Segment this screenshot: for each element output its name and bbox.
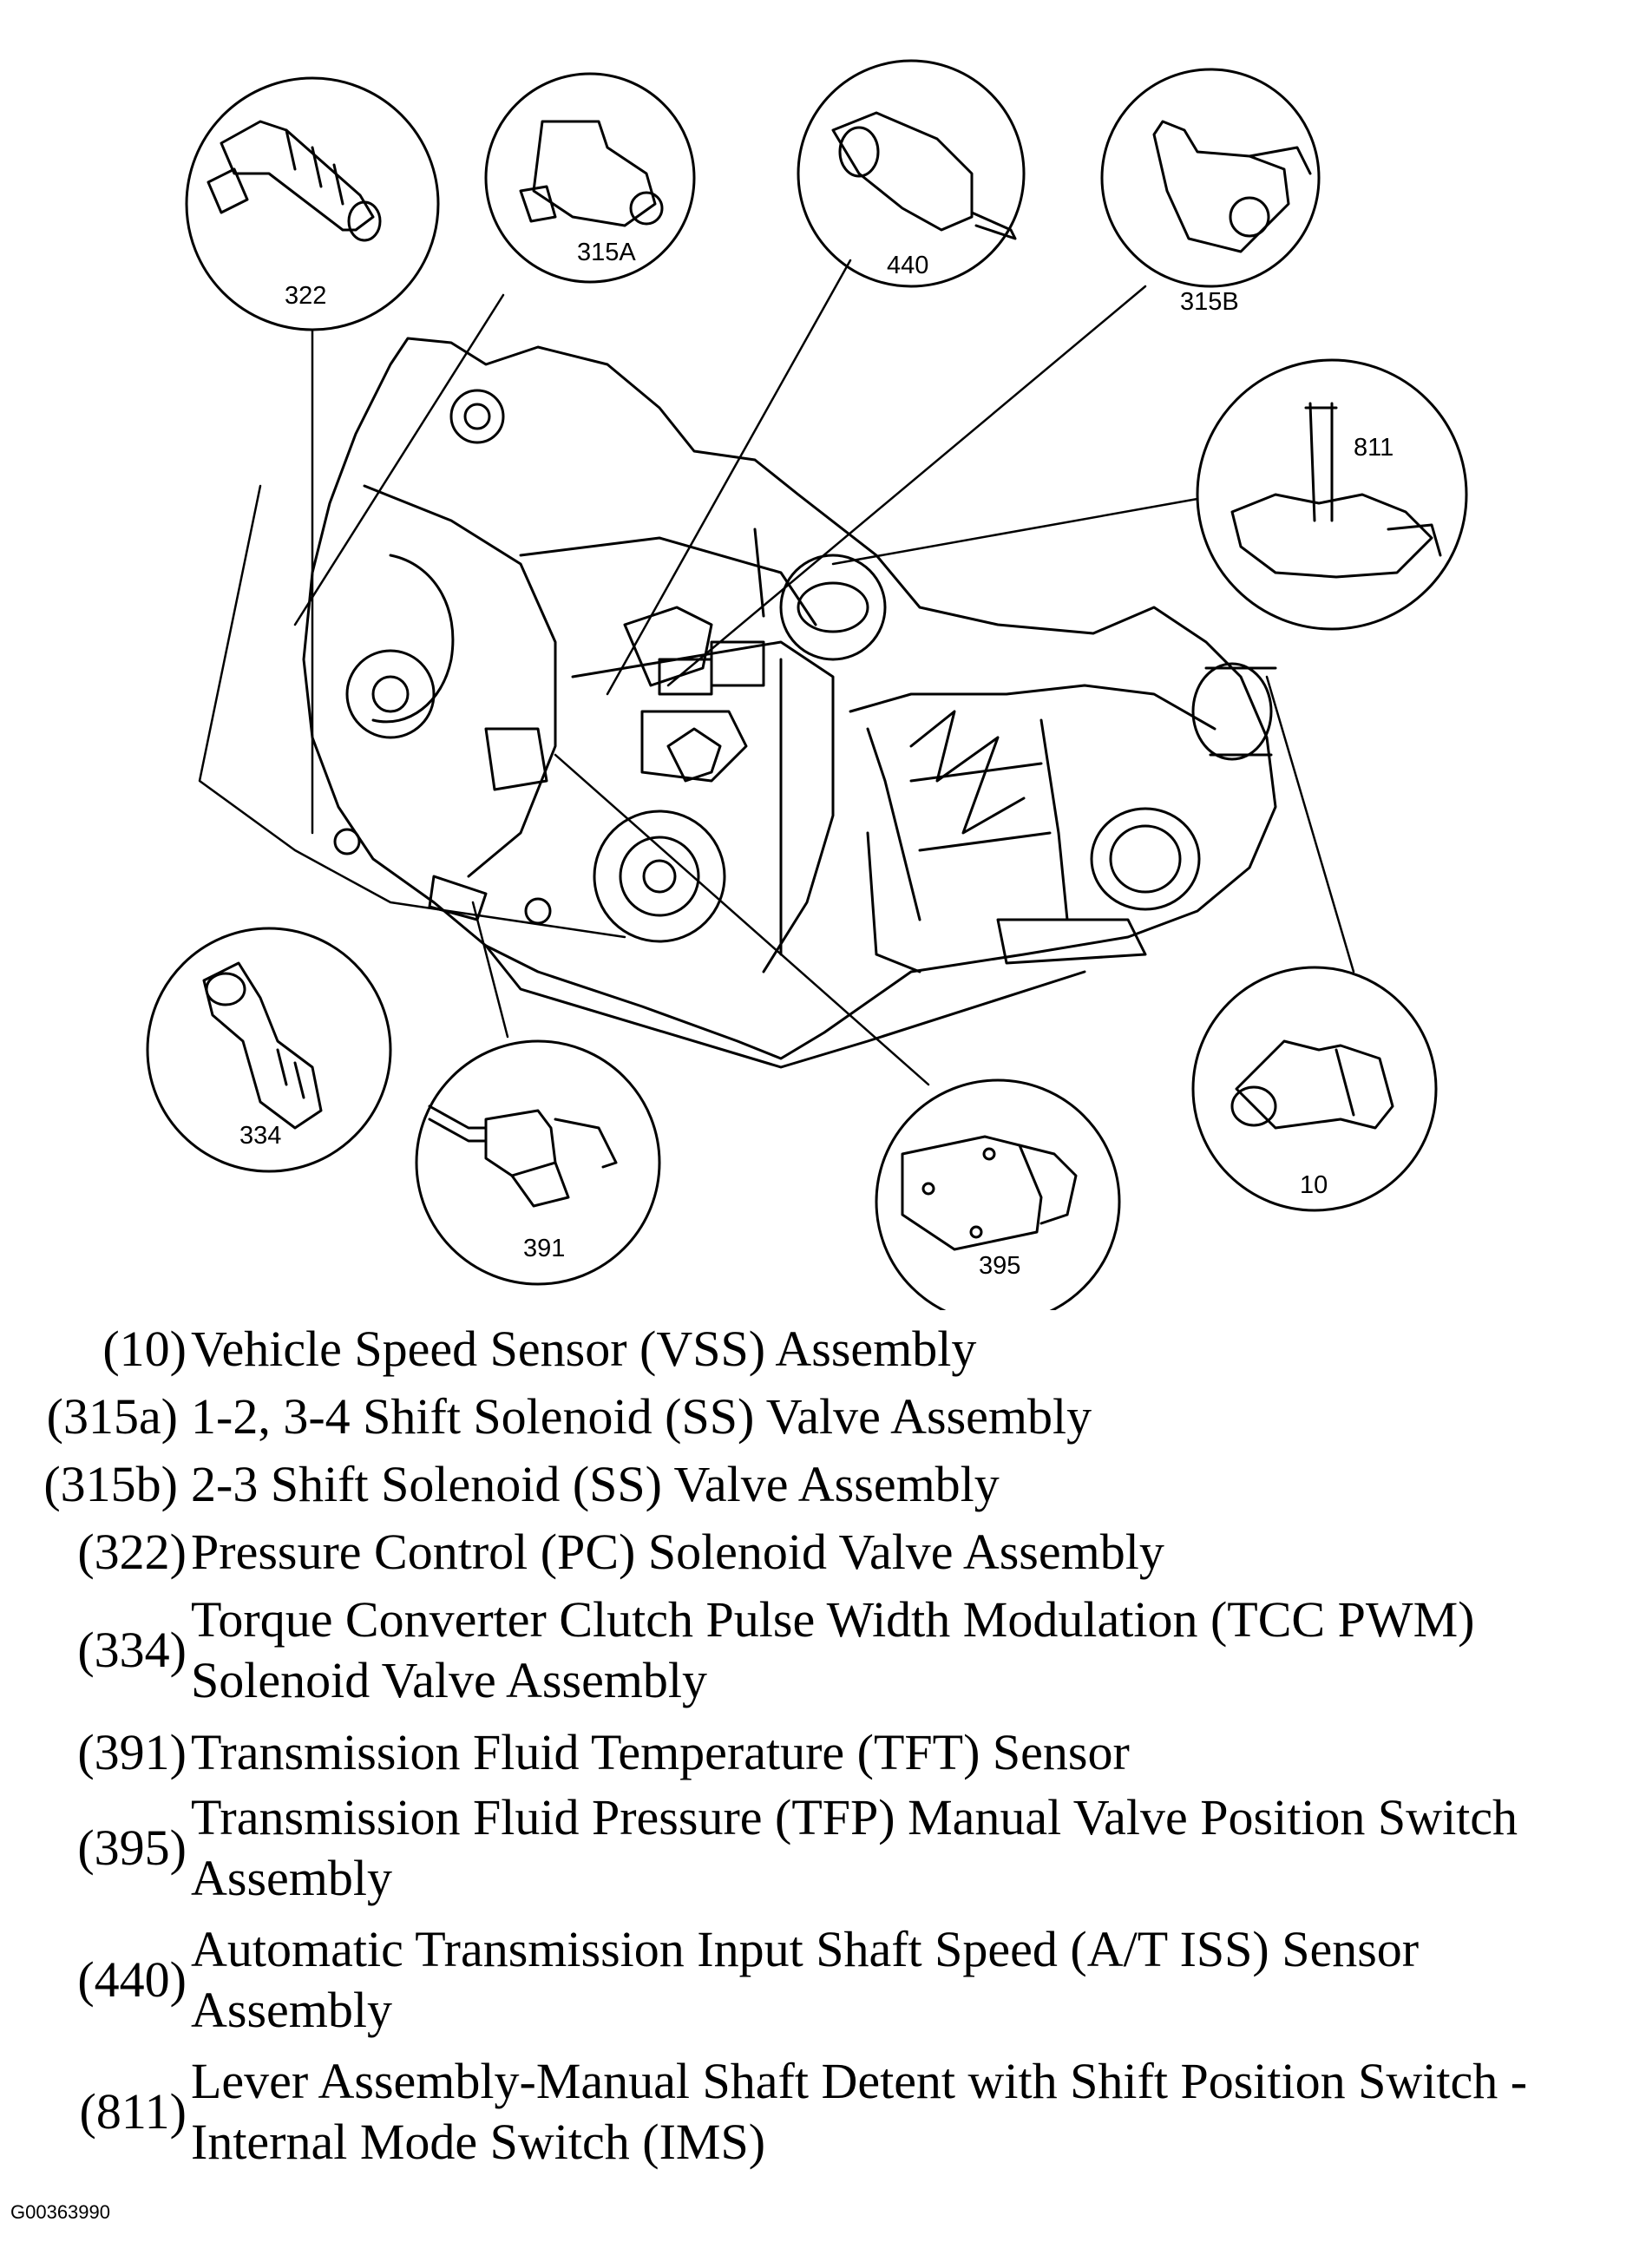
legend-line: Automatic Transmission Input Shaft Speed… — [191, 1921, 1420, 1977]
legend-description: 1-2, 3-4 Shift Solenoid (SS) Valve Assem… — [191, 1386, 1646, 1447]
legend-description: Torque Converter Clutch Pulse Width Modu… — [191, 1590, 1646, 1711]
callout-440: 440 — [797, 59, 1026, 288]
legend-code: (315b) — [43, 1456, 178, 1512]
legend-description: 2-3 Shift Solenoid (SS) Valve Assembly — [191, 1454, 1646, 1515]
legend-line: Assembly — [191, 1850, 392, 1906]
transmission-body — [302, 337, 1277, 1069]
legend-line: 1-2, 3-4 Shift Solenoid (SS) Valve Assem… — [191, 1388, 1092, 1445]
legend-item: (811) Lever Assembly-Manual Shaft Detent… — [35, 2051, 1631, 2173]
legend-line: Solenoid Valve Assembly — [191, 1652, 708, 1708]
leader-315b — [666, 285, 1147, 687]
legend-description: Lever Assembly-Manual Shaft Detent with … — [191, 2051, 1646, 2173]
legend-code: (334) — [77, 1622, 187, 1678]
legend-line: Lever Assembly-Manual Shaft Detent with … — [191, 2053, 1528, 2109]
callout-315a: 315A — [484, 72, 696, 284]
legend-code: (811) — [79, 2083, 187, 2140]
legend-description: Transmission Fluid Temperature (TFT) Sen… — [191, 1722, 1646, 1783]
leader-315a — [293, 293, 505, 626]
callout-334: 334 — [146, 927, 392, 1173]
legend-description: Transmission Fluid Pressure (TFP) Manual… — [191, 1787, 1646, 1909]
legend-description: Automatic Transmission Input Shaft Speed… — [191, 1919, 1646, 2041]
legend-description: Vehicle Speed Sensor (VSS) Assembly — [191, 1319, 1646, 1380]
leader-395 — [554, 753, 930, 1086]
legend-line: Transmission Fluid Temperature (TFT) Sen… — [191, 1724, 1130, 1780]
label-395: 395 — [979, 1252, 1020, 1280]
legend-item: (322) Pressure Control (PC) Solenoid Val… — [35, 1522, 1631, 1583]
legend-line: 2-3 Shift Solenoid (SS) Valve Assembly — [191, 1456, 1000, 1512]
legend-item: (440) Automatic Transmission Input Shaft… — [35, 1919, 1631, 2041]
legend-item: (391) Transmission Fluid Temperature (TF… — [35, 1722, 1631, 1783]
figure-id: G00363990 — [10, 2201, 110, 2223]
leader-440 — [606, 259, 852, 696]
callout-10: 10 — [1191, 966, 1438, 1212]
legend-item: (10) Vehicle Speed Sensor (VSS) Assembly — [35, 1319, 1631, 1380]
legend-line: Torque Converter Clutch Pulse Width Modu… — [191, 1591, 1475, 1648]
legend-description: Pressure Control (PC) Solenoid Valve Ass… — [191, 1522, 1646, 1583]
legend-item: (395) Transmission Fluid Pressure (TFP) … — [35, 1787, 1631, 1909]
label-315b: 315B — [1180, 288, 1239, 316]
leader-lines — [198, 259, 1355, 1086]
callout-395: 395 — [875, 1078, 1121, 1310]
callout-322: 322 — [185, 76, 440, 331]
callout-391: 391 — [415, 1039, 661, 1286]
legend-code: (10) — [102, 1321, 187, 1377]
legend-line: Vehicle Speed Sensor (VSS) Assembly — [191, 1321, 977, 1377]
callout-811: 811 — [1196, 358, 1468, 631]
label-334: 334 — [239, 1122, 281, 1150]
leader-10 — [1265, 675, 1355, 973]
label-315a: 315A — [577, 239, 636, 266]
leader-811 — [831, 497, 1199, 566]
legend-line: Transmission Fluid Pressure (TFP) Manual… — [191, 1789, 1518, 1845]
legend-item: (334) Torque Converter Clutch Pulse Widt… — [35, 1590, 1631, 1711]
legend-code: (315a) — [46, 1388, 178, 1445]
label-322: 322 — [285, 282, 326, 310]
leader-334 — [198, 484, 626, 939]
legend-line: Pressure Control (PC) Solenoid Valve Ass… — [191, 1524, 1164, 1580]
callout-315b: 315B — [1100, 68, 1321, 316]
leader-391 — [471, 901, 509, 1039]
legend-line: Assembly — [191, 1982, 392, 2038]
legend-item: (315a) 1-2, 3-4 Shift Solenoid (SS) Valv… — [35, 1386, 1631, 1447]
legend-code: (322) — [77, 1524, 187, 1580]
legend-code: (395) — [77, 1819, 187, 1876]
legend-item: (315b) 2-3 Shift Solenoid (SS) Valve Ass… — [35, 1454, 1631, 1515]
label-391: 391 — [523, 1235, 565, 1262]
transmission-diagram: 322 315A 440 315B 811 334 — [146, 59, 1468, 1310]
legend-line: Internal Mode Switch (IMS) — [191, 2114, 766, 2170]
label-10: 10 — [1300, 1171, 1328, 1199]
label-811: 811 — [1354, 434, 1394, 462]
legend-code: (440) — [77, 1951, 187, 2008]
legend-code: (391) — [77, 1724, 187, 1780]
label-440: 440 — [887, 252, 928, 279]
